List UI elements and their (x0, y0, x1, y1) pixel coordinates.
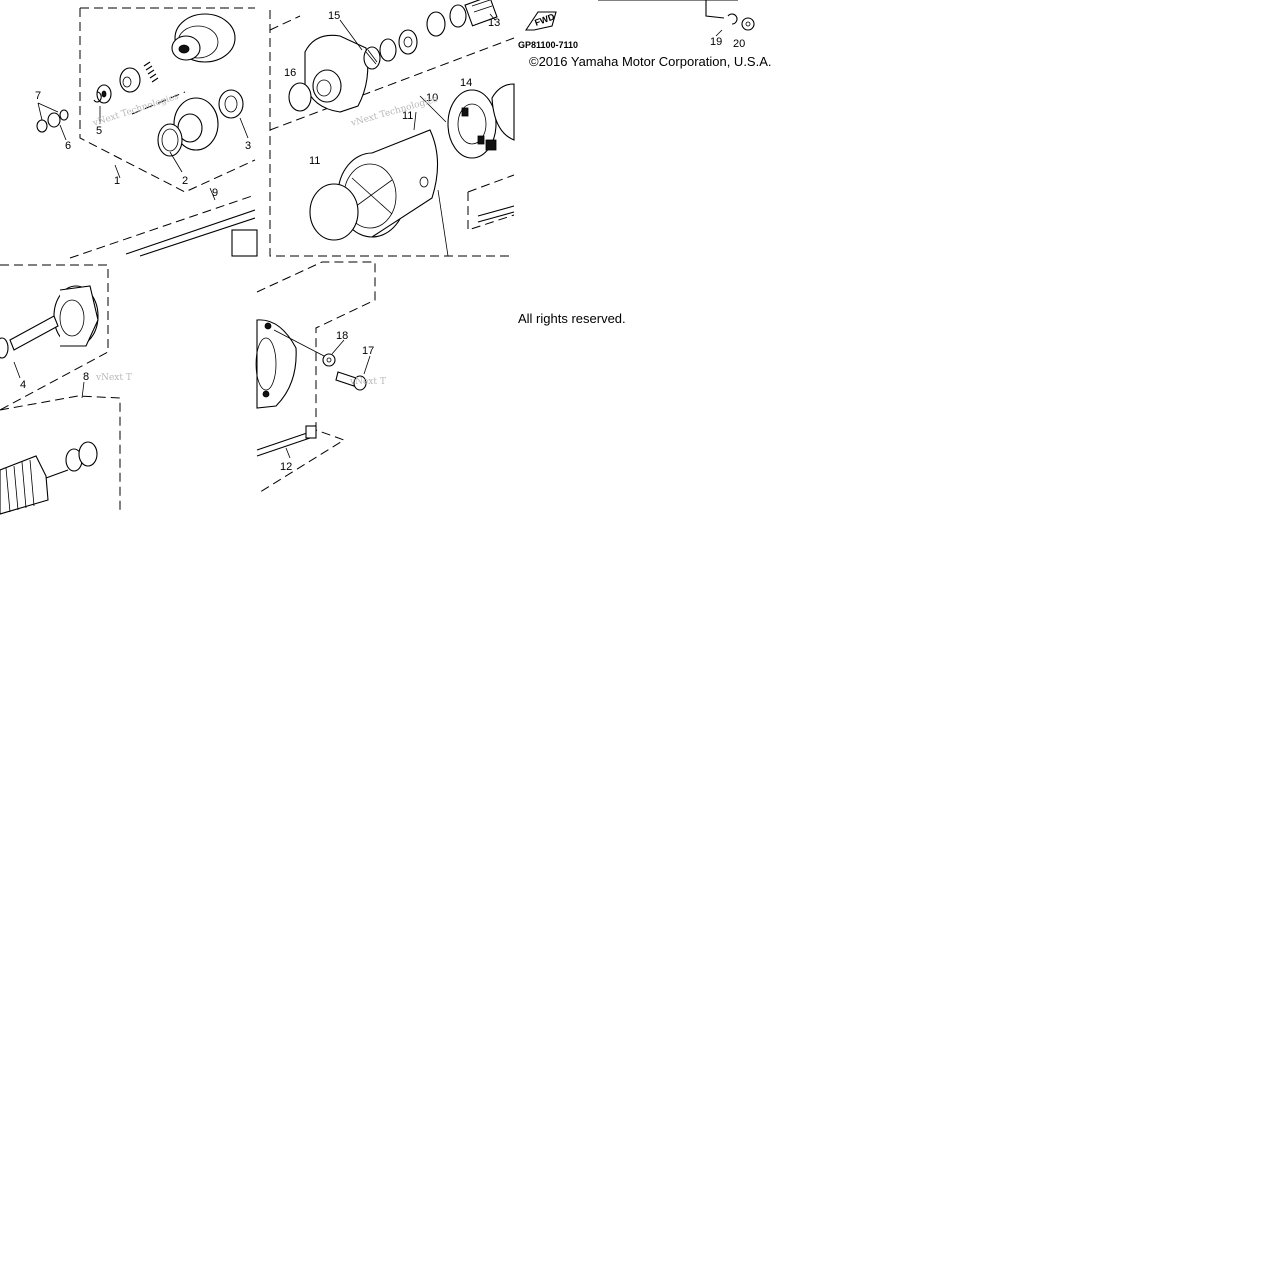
copyright-notice: ©2016 Yamaha Motor Corporation, U.S.A. (529, 54, 772, 69)
callout-16: 16 (284, 67, 296, 79)
fwd-arrow: FWD (524, 11, 557, 31)
callout-4: 4 (20, 379, 26, 391)
rear-gasket (491, 83, 515, 141)
callout-12: 12 (280, 461, 292, 473)
rights-notice: All rights reserved. (518, 311, 626, 326)
callout-19: 19 (710, 36, 722, 48)
callout-11-a: 11 (402, 110, 413, 122)
bolt-set-6-7 (36, 102, 69, 133)
washer-18 (322, 353, 336, 367)
gasket (309, 183, 359, 241)
callout-13: 13 (488, 17, 500, 29)
armature (0, 455, 69, 515)
washer-4 (0, 337, 9, 359)
spring (143, 61, 159, 83)
bearing (363, 46, 381, 70)
callout-15: 15 (328, 10, 340, 22)
pinion-gear (9, 285, 99, 351)
callout-3: 3 (245, 140, 251, 152)
callout-18: 18 (336, 330, 348, 342)
callout-8: 8 (83, 371, 89, 383)
callout-6: 6 (65, 140, 71, 152)
callout-5: 5 (96, 125, 102, 137)
callout-11-b: 11 (309, 155, 320, 167)
watermark-text-4: vNext T (349, 377, 386, 387)
watermark-text-2: vNext Technologies (349, 95, 439, 130)
callout-17: 17 (362, 345, 374, 357)
thrust-washers (65, 441, 98, 472)
washer (96, 84, 112, 104)
front-cover (304, 34, 369, 113)
diagram-code: GP81100-7110 (518, 40, 578, 50)
washer-stack (379, 4, 467, 62)
nut-20 (741, 17, 755, 31)
long-bolt-12 (256, 425, 317, 457)
lock-washer (218, 89, 244, 119)
callout-2: 2 (182, 175, 188, 187)
callout-7: 7 (35, 90, 41, 102)
diagram-tile-starter-clutch: 1 2 3 5 6 7 9 vNext Technologies (35, 7, 258, 259)
callout-9: 9 (212, 187, 218, 199)
bolt-17 (335, 371, 367, 391)
callout-10: 10 (426, 92, 438, 104)
rear-cover (255, 319, 297, 409)
callout-1: 1 (114, 175, 120, 187)
callout-14: 14 (460, 77, 472, 89)
bearing-ring (157, 123, 183, 157)
circlip (93, 91, 102, 103)
brush-holder (447, 89, 497, 159)
watermark-text-3: vNext T (95, 373, 132, 383)
diagram-tile-armature: 4 8 vNext T (0, 264, 132, 515)
diagram-tile-rear-cover: 18 17 12 vNext T (255, 261, 386, 495)
spacer (119, 67, 141, 93)
diagram-tile-motor-housing: 15 16 10 11 11 14 13 vNext Technologies (269, 0, 515, 257)
circlip-19 (727, 13, 738, 25)
callout-20: 20 (733, 38, 745, 50)
diagram-tile-terminal: FWD GP81100-7110 19 20 (518, 0, 755, 50)
brush-seal (464, 0, 498, 27)
bearing-housing (173, 97, 219, 151)
o-ring (288, 82, 312, 112)
starter-clutch-gear (171, 13, 236, 63)
